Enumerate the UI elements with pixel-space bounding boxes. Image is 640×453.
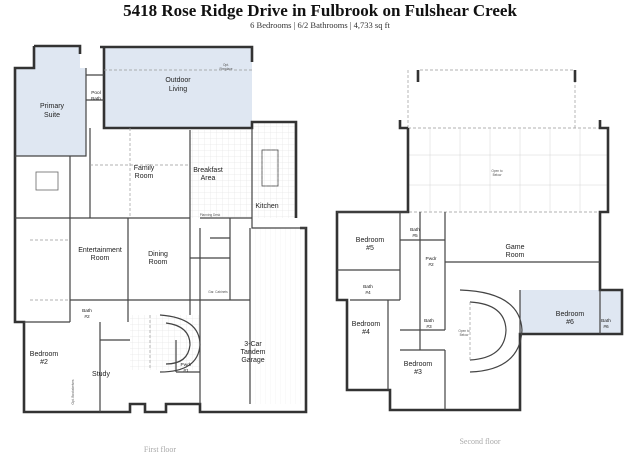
bedroom-6-label-2: #6 (566, 319, 574, 326)
bedroom-2-label-1: Bedroom (30, 351, 59, 358)
first-floor-interior-walls (15, 68, 306, 412)
second-floor-interior-walls (337, 211, 601, 410)
page-subtitle: 6 Bedrooms | 6/2 Bathrooms | 4,733 sq ft (250, 20, 390, 30)
first-floor-dashed-lines (30, 69, 279, 370)
bedroom-2-label-2: #2 (40, 359, 48, 366)
family-room-label-2: Room (135, 173, 154, 180)
breakfast-tile-floor (190, 130, 252, 218)
pwdr-2-label-1: Pwdr (426, 256, 437, 262)
bath-5-label-2: #5 (412, 233, 418, 239)
foyer-tile-floor (130, 315, 200, 370)
open-to-below-area (407, 69, 609, 213)
game-room-label-1: Game (505, 244, 524, 251)
second-floor-label: Second floor (459, 437, 500, 446)
page-title: 5418 Rose Ridge Drive in Fulbrook on Ful… (123, 1, 517, 20)
garage-label-1: 3-Car (244, 341, 262, 348)
first-floor-label: First floor (144, 445, 177, 453)
fireplace-icon (35, 171, 59, 191)
bath-2-label-2: #2 (84, 314, 90, 320)
entertainment-room-label-1: Entertainment (78, 247, 122, 254)
kitchen-island-icon (261, 149, 279, 187)
game-room-label-2: Room (506, 252, 525, 259)
pwdr-1-label-1: Pwdr (181, 362, 192, 368)
open-to-below-label-1: Open to (491, 169, 503, 173)
second-floor-exterior-wall (335, 70, 624, 412)
dining-room-label-1: Dining (148, 251, 168, 258)
opt-fireplace-label-1: Opt. (223, 63, 229, 67)
entertainment-room-label-2: Room (91, 255, 110, 262)
outdoor-living-label-1: Outdoor (165, 77, 191, 84)
open-to-below-stair-label-1: Open to (458, 329, 470, 333)
garage-floor (250, 228, 304, 404)
second-floor-plan: Open to Below Bedroom #5 Bath #5 Pwdr #2… (335, 69, 624, 446)
kitchen-label: Kitchen (255, 203, 278, 210)
bedroom-6-area (520, 290, 622, 334)
bath-4-label-1: Bath (363, 284, 373, 290)
bath-4-label-2: #4 (365, 290, 371, 296)
open-to-below-grid (408, 128, 608, 212)
kitchen-tile-floor (252, 122, 296, 218)
opt-bookshelves-label: Opt. Bookshelves (71, 379, 75, 404)
open-to-below-label-2: Below (493, 173, 502, 177)
bedroom-5-label-2: #5 (366, 245, 374, 252)
second-floor-stair (459, 289, 523, 373)
garage-label-2: Tandem (241, 349, 266, 356)
bath-6-label-2: #6 (603, 324, 609, 330)
pool-bath-label-1: Pool (91, 90, 101, 96)
opt-fireplace-label-2: Fireplace (219, 67, 232, 71)
first-floor-stair (159, 314, 201, 373)
family-room-label-1: Family (134, 165, 155, 172)
bedroom-4-label-2: #4 (362, 329, 370, 336)
primary-suite-area (15, 46, 86, 156)
bath-5-label-1: Bath (410, 227, 420, 233)
bedroom-3-label-2: #3 (414, 369, 422, 376)
first-floor-plan: Outdoor Living Opt. Fireplace Primary Su… (13, 44, 308, 453)
bedroom-3-label-1: Bedroom (404, 361, 433, 368)
pwdr-1-label-2: #1 (183, 368, 189, 374)
study-label: Study (92, 371, 110, 378)
outdoor-living-area (104, 47, 252, 128)
pwdr-2-label-2: #2 (428, 262, 434, 268)
bedroom-6-label-1: Bedroom (556, 311, 585, 318)
breakfast-area-label-1: Breakfast (193, 167, 223, 174)
bath-3-label-2: #3 (426, 324, 432, 330)
garage-label-3: Garage (241, 357, 264, 364)
outdoor-living-label-2: Living (169, 86, 187, 93)
gar-cabinets-label: Gar. Cabinets (208, 290, 228, 294)
dining-room-label-2: Room (149, 259, 168, 266)
bath-6-label-1: Bath (601, 318, 611, 324)
planning-desk-label: Planning Desk (200, 213, 221, 217)
breakfast-area-label-2: Area (201, 175, 216, 182)
open-to-below-stair-label-2: Below (460, 333, 469, 337)
bedroom-4-label-1: Bedroom (352, 321, 381, 328)
bedroom-5-label-1: Bedroom (356, 237, 385, 244)
primary-suite-label-1: Primary (40, 103, 65, 110)
first-floor-exterior-wall (13, 44, 308, 414)
bath-2-label-1: Bath (82, 308, 92, 314)
pool-bath-label-2: Bath (91, 96, 101, 102)
bath-3-label-1: Bath (424, 318, 434, 324)
primary-suite-label-2: Suite (44, 112, 60, 119)
